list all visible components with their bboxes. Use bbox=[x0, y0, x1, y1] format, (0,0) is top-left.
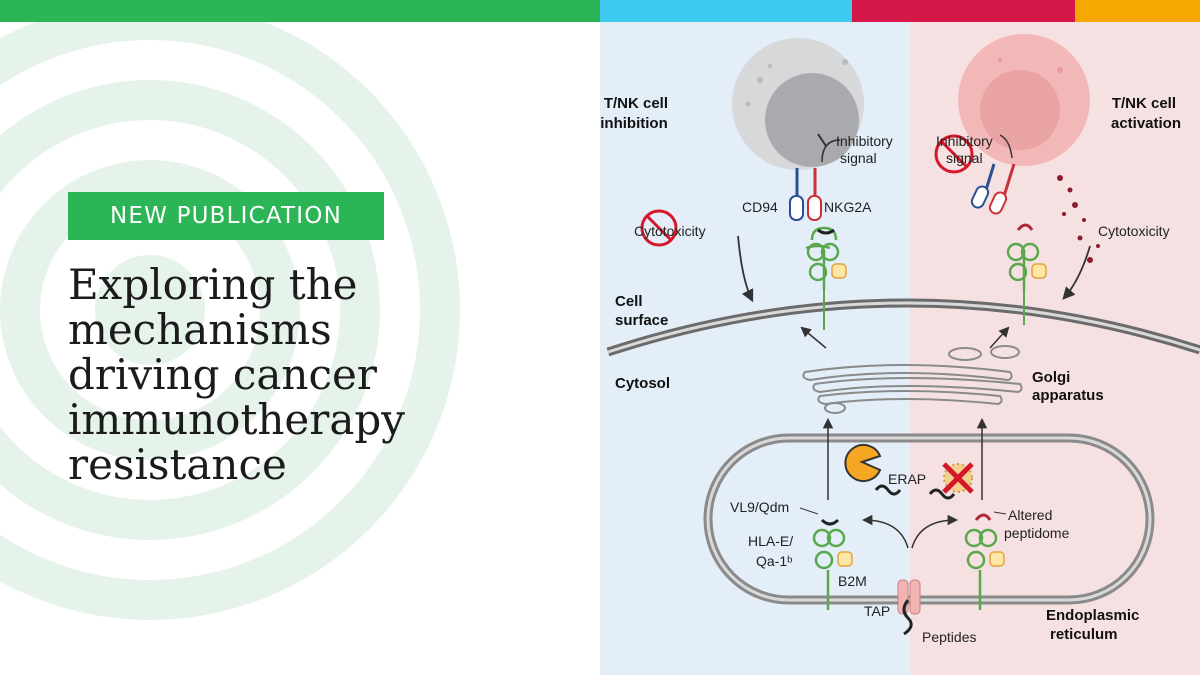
mechanism-diagram: T/NK cell inhibition T/NK cell activatio… bbox=[600, 22, 1200, 675]
activation-title-line: activation bbox=[1111, 115, 1181, 132]
headline-line: driving cancer bbox=[68, 350, 377, 399]
cytotoxicity-arrow-left bbox=[737, 235, 754, 303]
hla-e-surface-left bbox=[805, 226, 840, 290]
no-inhibitory-signal-icon bbox=[934, 134, 974, 174]
erap-icon bbox=[844, 444, 882, 482]
golgi-label: Golgi apparatus bbox=[1032, 369, 1104, 404]
inhibitory-signal-line: signal bbox=[946, 150, 983, 166]
inhibitory-signal-line: Inhibitory bbox=[836, 133, 893, 149]
top-color-bar bbox=[0, 0, 1200, 22]
inhibitory-signal-line: Inhibitory bbox=[936, 133, 993, 149]
tap-transporter bbox=[897, 579, 921, 636]
tap-label: TAP bbox=[864, 603, 890, 619]
cytotoxic-granules bbox=[1057, 175, 1100, 263]
hla-e-label: HLA-E/ Qa-1ᵇ bbox=[748, 533, 797, 569]
headline-line: immunotherapy bbox=[68, 395, 405, 444]
top-bar-green bbox=[0, 0, 600, 22]
headline-line: Exploring the bbox=[68, 260, 358, 309]
receptor-activation bbox=[970, 163, 1016, 215]
activation-title: T/NK cell activation bbox=[1111, 95, 1181, 132]
er-line: reticulum bbox=[1050, 626, 1118, 643]
cytosol-label: Cytosol bbox=[615, 375, 670, 392]
cytotoxicity-label-left: Cytotoxicity bbox=[634, 223, 706, 239]
cd94-label: CD94 bbox=[742, 199, 778, 215]
hla-e-surface-right bbox=[1006, 242, 1040, 290]
inhibitory-signal-label-left: Inhibitory signal bbox=[836, 133, 897, 166]
hla-e-er-left bbox=[812, 528, 846, 610]
top-bar-cyan bbox=[600, 0, 852, 22]
altered-peptidome-line: Altered bbox=[1008, 507, 1052, 523]
altered-peptidome-line: peptidome bbox=[1004, 525, 1070, 541]
inhibitory-signal-label-right: Inhibitory signal bbox=[936, 133, 997, 166]
erap-label: ERAP bbox=[888, 471, 926, 487]
er-label: Endoplasmic reticulum bbox=[1046, 607, 1144, 643]
badge-label: NEW PUBLICATION bbox=[109, 203, 343, 229]
golgi-line: Golgi bbox=[1032, 369, 1070, 386]
inhibition-title-line: inhibition bbox=[600, 115, 667, 132]
top-bar-orange bbox=[1075, 0, 1200, 22]
golgi-line: apparatus bbox=[1032, 387, 1104, 404]
headline: Exploring the mechanisms driving cancer … bbox=[68, 262, 588, 487]
new-publication-badge: NEW PUBLICATION bbox=[68, 192, 384, 240]
background-logo-pattern bbox=[0, 22, 600, 675]
cell-surface-line: surface bbox=[615, 312, 668, 329]
nkg2a-label: NKG2A bbox=[824, 199, 872, 215]
erap-inhibited-icon bbox=[942, 462, 974, 494]
altered-peptidome-label: Altered peptidome bbox=[1004, 507, 1070, 541]
headline-line: mechanisms bbox=[68, 305, 332, 354]
inhibitory-signal-line: signal bbox=[840, 150, 877, 166]
inhibition-title-line: T/NK cell bbox=[604, 95, 668, 112]
hla-e-line: HLA-E/ bbox=[748, 533, 793, 549]
cytotoxicity-label-right: Cytotoxicity bbox=[1098, 223, 1170, 239]
cytotoxicity-arrow-right bbox=[1062, 245, 1091, 300]
peptides-label: Peptides bbox=[922, 629, 976, 645]
cell-surface-line: Cell bbox=[615, 293, 643, 310]
headline-line: resistance bbox=[68, 440, 287, 489]
vl9-label: VL9/Qdm bbox=[730, 499, 789, 515]
hla-e-line: Qa-1ᵇ bbox=[756, 553, 792, 569]
inhibition-title: T/NK cell inhibition bbox=[600, 95, 672, 132]
top-bar-red bbox=[852, 0, 1075, 22]
activation-title-line: T/NK cell bbox=[1112, 95, 1176, 112]
cd94-nkg2a-receptor bbox=[789, 168, 822, 221]
activation-tnk-cell bbox=[958, 34, 1090, 166]
hla-e-er-right bbox=[964, 528, 998, 610]
b2m-label: B2M bbox=[838, 573, 867, 589]
cell-surface-label: Cell surface bbox=[615, 293, 668, 329]
no-cytotoxicity-icon bbox=[640, 209, 678, 247]
golgi-apparatus bbox=[802, 345, 1023, 414]
inhibition-tnk-cell bbox=[732, 38, 864, 170]
er-line: Endoplasmic bbox=[1046, 607, 1139, 624]
